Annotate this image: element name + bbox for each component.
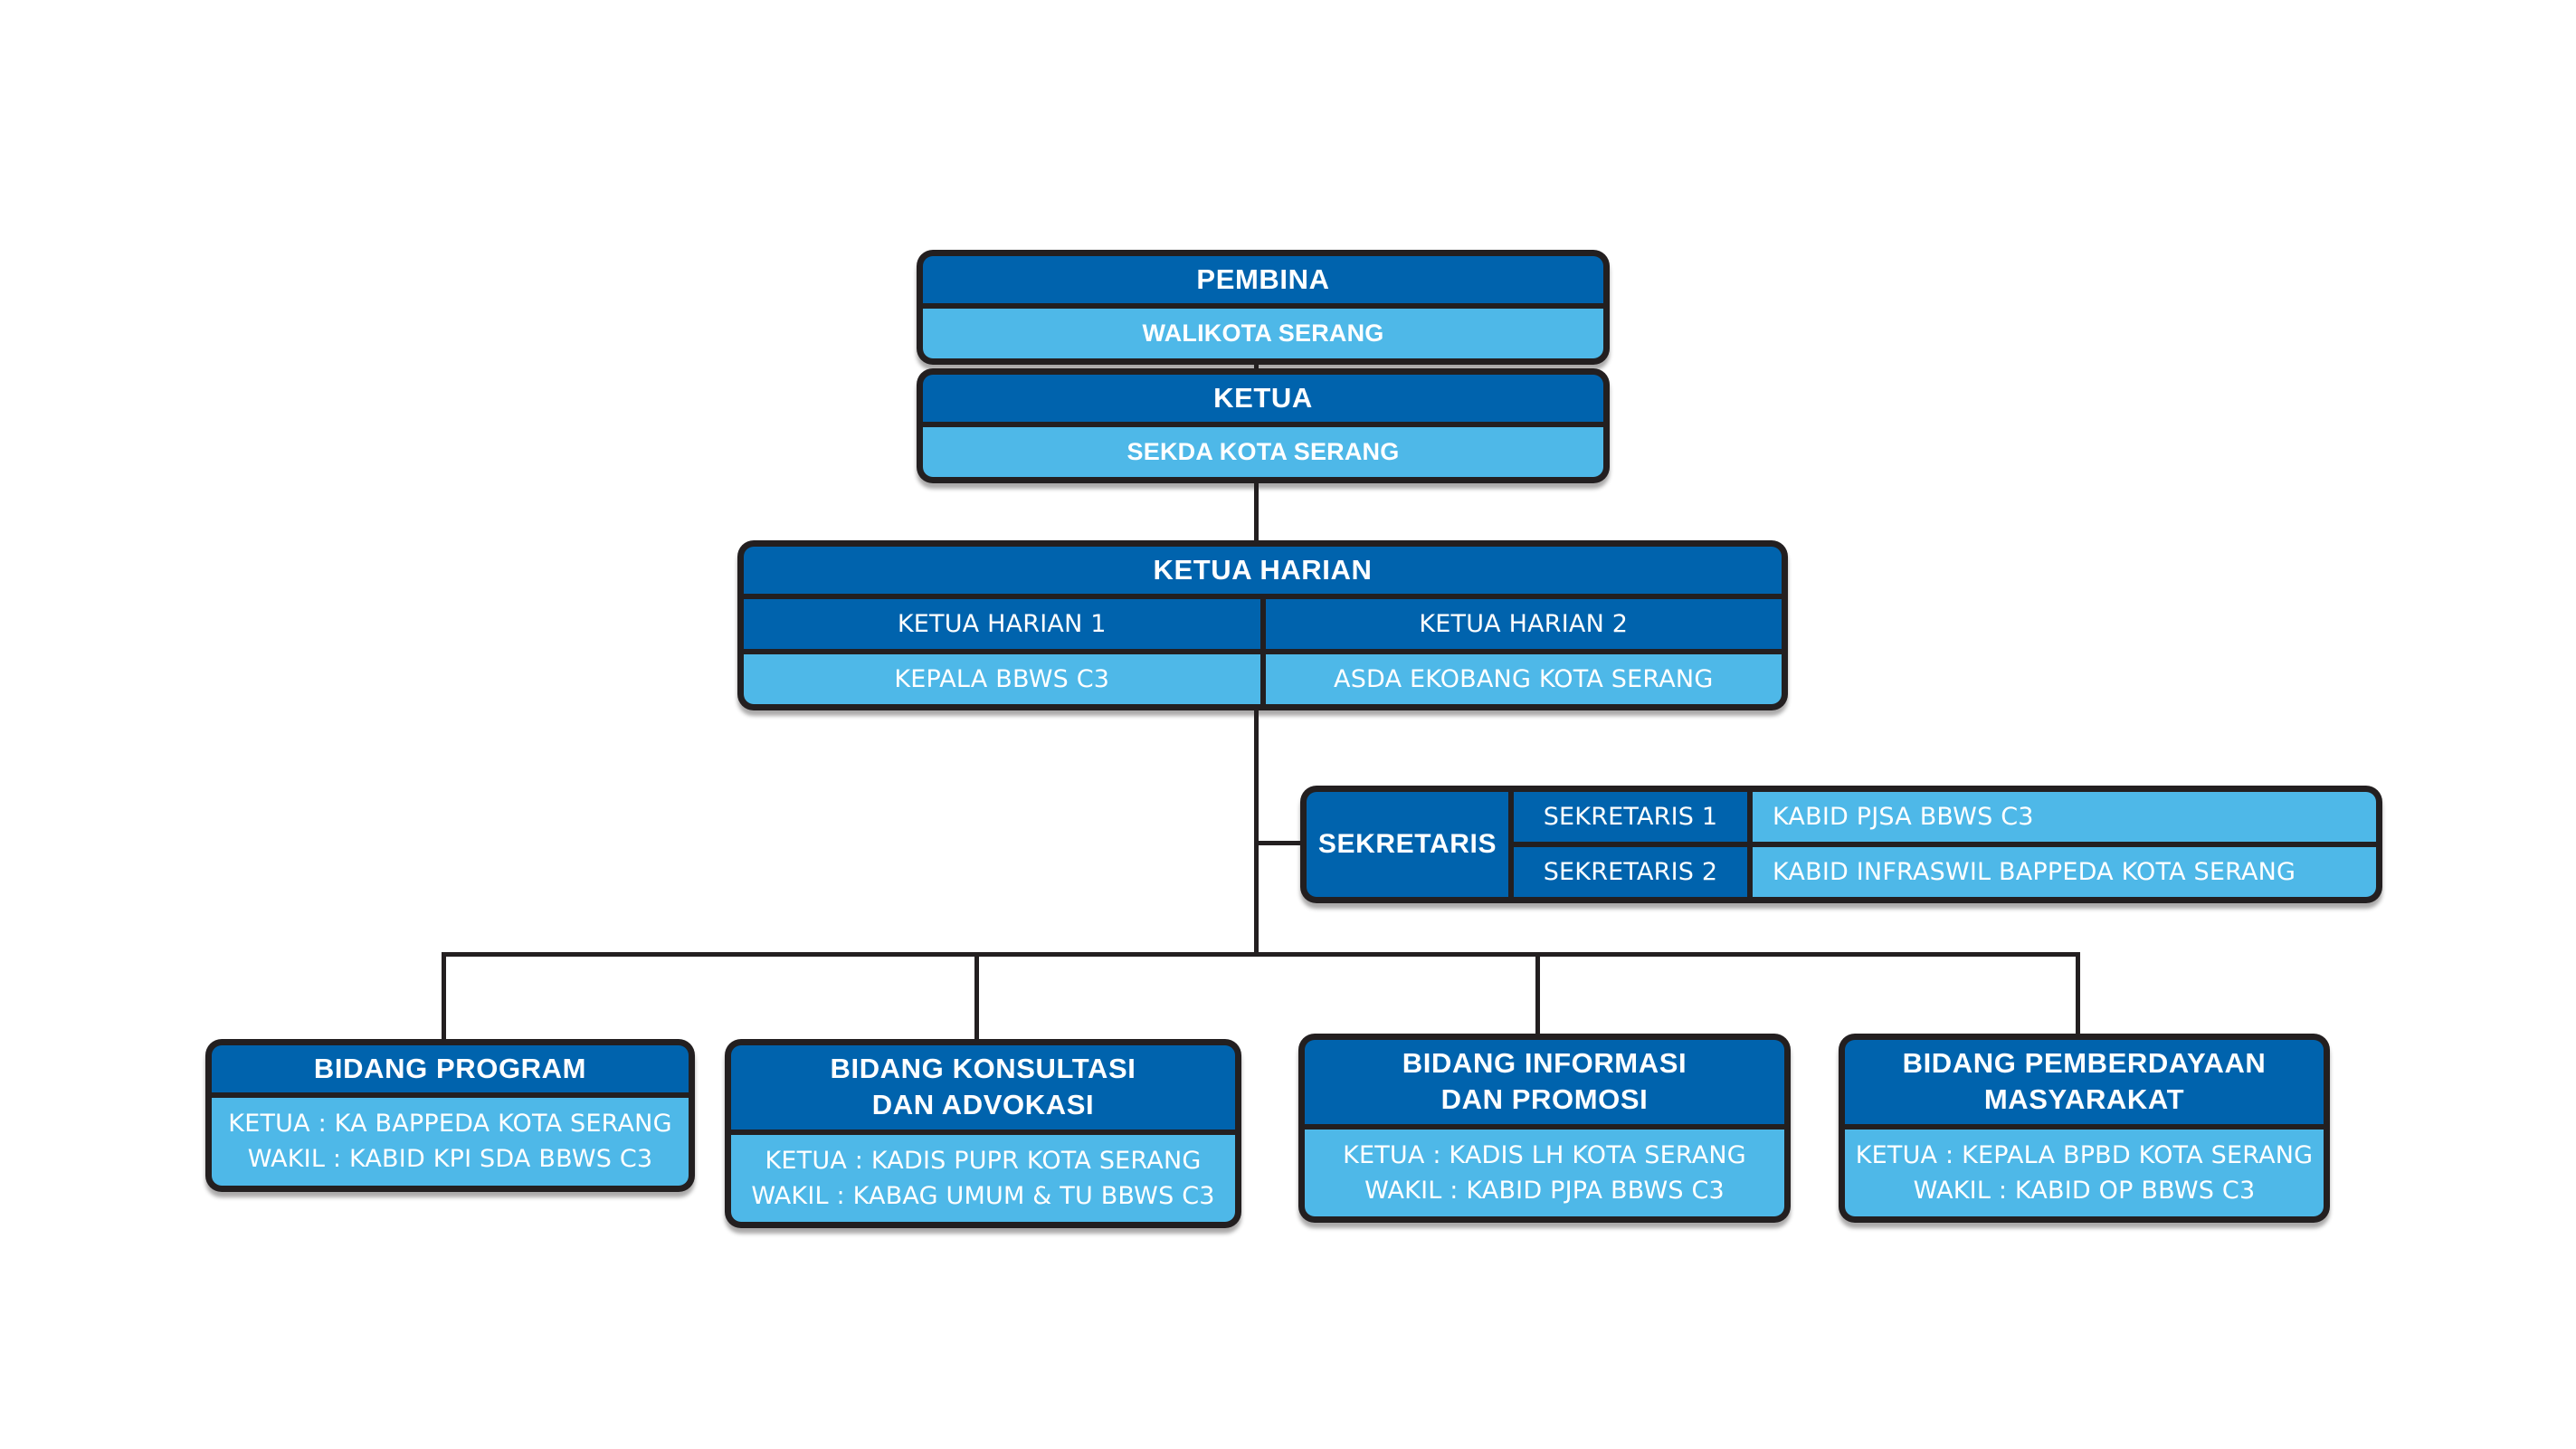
connector-distribution-horizontal bbox=[442, 952, 2080, 957]
node-ketua: KETUA SEKDA KOTA SERANG bbox=[917, 368, 1610, 484]
node-ketua-harian: KETUA HARIAN KETUA HARIAN 1 KETUA HARIAN… bbox=[737, 540, 1788, 711]
node-bidang-pemberdayaan-masyarakat: BIDANG PEMBERDAYAAN MASYARAKAT KETUA : K… bbox=[1839, 1034, 2330, 1223]
connector-sekretaris-branch bbox=[1254, 841, 1305, 845]
connector-drop-bidang-program bbox=[442, 952, 446, 1047]
sekretaris-title: SEKRETARIS bbox=[1307, 792, 1508, 898]
node-pembina: PEMBINA WALIKOTA SERANG bbox=[917, 250, 1610, 366]
pembina-title: PEMBINA bbox=[923, 256, 1603, 304]
ketua-value: SEKDA KOTA SERANG bbox=[923, 427, 1603, 478]
bidang-pemberdayaan-ketua: KETUA : KEPALA BPBD KOTA SERANG bbox=[1855, 1140, 2314, 1169]
sekretaris-2-value: KABID INFRASWIL BAPPEDA KOTA SERANG bbox=[1753, 847, 2376, 898]
bidang-informasi-body: KETUA : KADIS LH KOTA SERANG WAKIL : KAB… bbox=[1305, 1129, 1784, 1216]
ketua-harian-title: KETUA HARIAN bbox=[744, 547, 1782, 595]
bidang-pemberdayaan-title: BIDANG PEMBERDAYAAN MASYARAKAT bbox=[1845, 1040, 2324, 1124]
bidang-program-body: KETUA : KA BAPPEDA KOTA SERANG WAKIL : K… bbox=[212, 1098, 689, 1186]
bidang-pemberdayaan-wakil: WAKIL : KABID OP BBWS C3 bbox=[1913, 1176, 2256, 1205]
ketua-harian-1-label: KETUA HARIAN 1 bbox=[744, 599, 1260, 650]
sekretaris-2-label: SEKRETARIS 2 bbox=[1514, 847, 1747, 898]
connector-drop-bidang-konsultasi bbox=[974, 952, 979, 1047]
node-bidang-informasi-dan-promosi: BIDANG INFORMASI DAN PROMOSI KETUA : KAD… bbox=[1298, 1034, 1791, 1223]
bidang-informasi-ketua: KETUA : KADIS LH KOTA SERANG bbox=[1343, 1140, 1746, 1169]
bidang-informasi-wakil: WAKIL : KABID PJPA BBWS C3 bbox=[1364, 1176, 1725, 1205]
connector-drop-bidang-informasi bbox=[1535, 952, 1540, 1043]
node-bidang-konsultasi-dan-advokasi: BIDANG KONSULTASI DAN ADVOKASI KETUA : K… bbox=[725, 1039, 1241, 1228]
bidang-program-wakil: WAKIL : KABID KPI SDA BBWS C3 bbox=[247, 1145, 653, 1174]
bidang-konsultasi-ketua: KETUA : KADIS PUPR KOTA SERANG bbox=[765, 1146, 1202, 1175]
ketua-title: KETUA bbox=[923, 375, 1603, 423]
ketua-harian-2-label: KETUA HARIAN 2 bbox=[1265, 599, 1782, 650]
sekretaris-1-label: SEKRETARIS 1 bbox=[1514, 792, 1747, 843]
bidang-program-title: BIDANG PROGRAM bbox=[212, 1045, 689, 1093]
pembina-value: WALIKOTA SERANG bbox=[923, 309, 1603, 359]
connector-drop-bidang-pemberdayaan bbox=[2076, 952, 2080, 1043]
sekretaris-1-value: KABID PJSA BBWS C3 bbox=[1753, 792, 2376, 843]
bidang-pemberdayaan-body: KETUA : KEPALA BPBD KOTA SERANG WAKIL : … bbox=[1845, 1129, 2324, 1216]
bidang-konsultasi-wakil: WAKIL : KABAG UMUM & TU BBWS C3 bbox=[751, 1181, 1215, 1210]
bidang-informasi-title: BIDANG INFORMASI DAN PROMOSI bbox=[1305, 1040, 1784, 1124]
node-sekretaris: SEKRETARIS SEKRETARIS 1 KABID PJSA BBWS … bbox=[1300, 786, 2382, 904]
bidang-konsultasi-body: KETUA : KADIS PUPR KOTA SERANG WAKIL : K… bbox=[731, 1134, 1235, 1222]
bidang-konsultasi-title: BIDANG KONSULTASI DAN ADVOKASI bbox=[731, 1045, 1235, 1130]
bidang-program-ketua: KETUA : KA BAPPEDA KOTA SERANG bbox=[228, 1110, 672, 1139]
node-bidang-program: BIDANG PROGRAM KETUA : KA BAPPEDA KOTA S… bbox=[205, 1039, 695, 1192]
ketua-harian-2-value: ASDA EKOBANG KOTA SERANG bbox=[1265, 654, 1782, 705]
ketua-harian-1-value: KEPALA BBWS C3 bbox=[744, 654, 1260, 705]
